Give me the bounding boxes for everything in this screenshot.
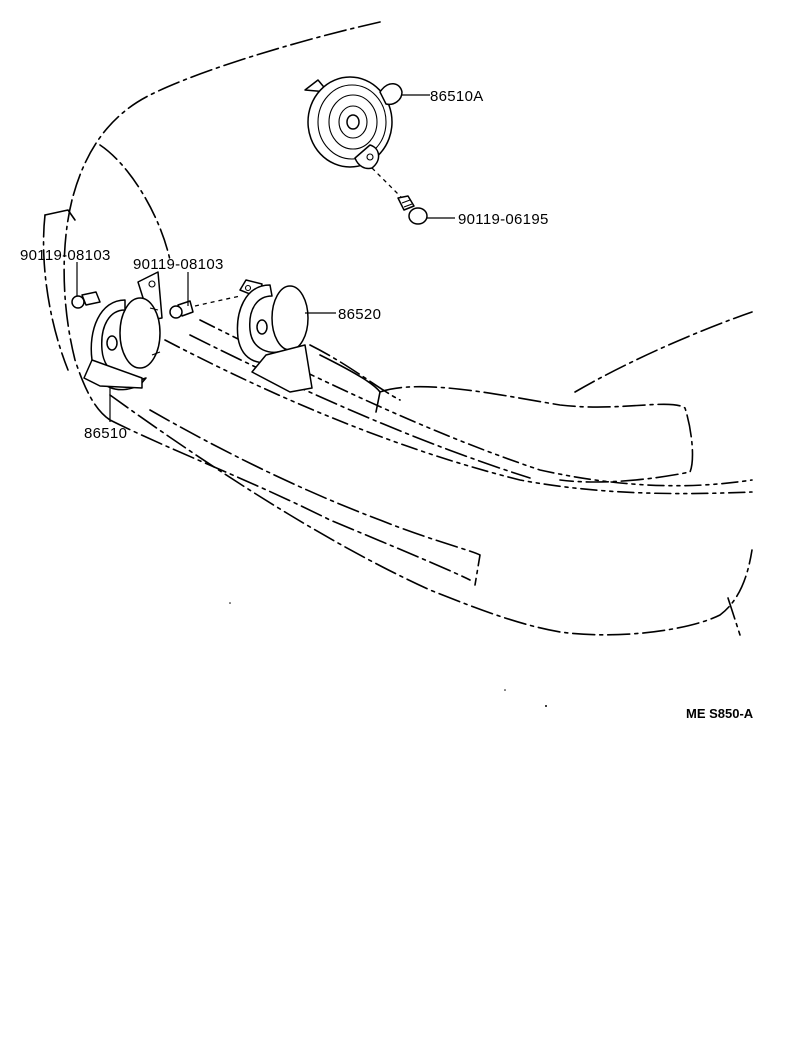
label-horn-86510a: 86510A <box>430 88 484 105</box>
callouts <box>76 94 455 422</box>
bolt-90119-08103-left <box>71 291 101 309</box>
label-horn-86520: 86520 <box>338 306 381 323</box>
label-bolt-90119-08103-right: 90119-08103 <box>133 256 224 273</box>
horn-86510a <box>304 76 403 170</box>
scan-specks <box>229 602 547 707</box>
horn-86520 <box>236 279 313 393</box>
vehicle-body-outline <box>42 21 753 636</box>
label-bolt-90119-06195: 90119-06195 <box>458 211 549 228</box>
label-bolt-90119-08103-left: 90119-08103 <box>20 247 111 264</box>
label-horn-86510: 86510 <box>84 425 127 442</box>
bolt-90119-06195 <box>371 167 428 225</box>
bolt-90119-08103-right <box>169 295 241 319</box>
horn-86510 <box>83 271 163 391</box>
drawing-code: ME S850-A <box>686 706 754 721</box>
